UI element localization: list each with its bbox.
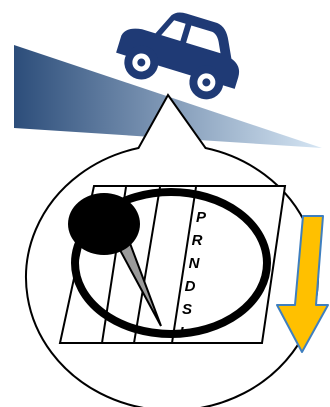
gear-label-p: P — [196, 209, 207, 226]
gear-label-n: N — [189, 255, 201, 272]
gear-label-s: S — [182, 301, 192, 318]
gear-shift-lever: P R N D S L — [60, 186, 285, 343]
gear-label-d: D — [185, 278, 196, 295]
gear-label-r: R — [192, 232, 203, 249]
lever-knob — [68, 193, 140, 255]
